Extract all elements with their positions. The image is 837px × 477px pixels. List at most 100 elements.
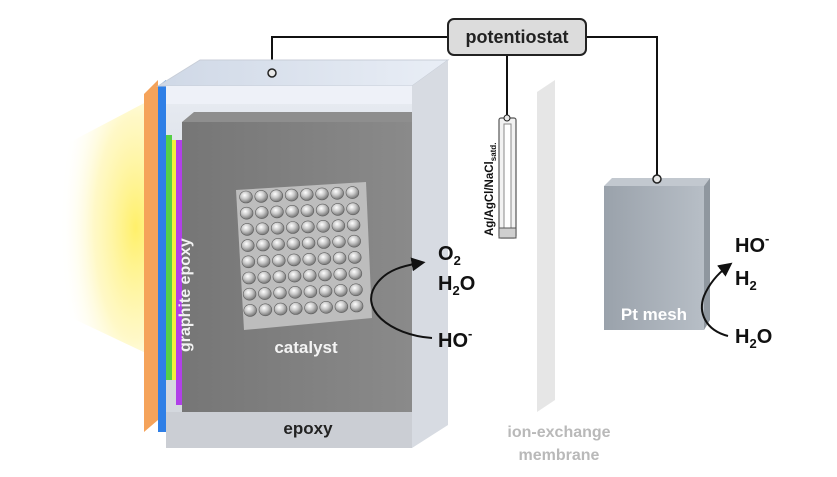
catalyst-bump: [303, 285, 318, 299]
catalyst-bump: [303, 269, 317, 282]
catalyst-bump: [349, 299, 364, 313]
catalyst-bump: [317, 252, 332, 266]
catalyst-bump: [300, 188, 314, 201]
catalyst-bump: [287, 253, 301, 267]
catalyst-bump: [315, 203, 330, 217]
catalyst-bump: [332, 251, 347, 265]
epoxy-top-face: [156, 59, 450, 87]
catalyst-bump: [271, 238, 285, 251]
catalyst-bump: [345, 186, 360, 199]
ion-exchange-membrane: [537, 80, 555, 412]
catalyst-bump: [301, 220, 315, 234]
cathode-product-h2: H2: [735, 268, 757, 293]
potentiostat-box: potentiostat: [447, 18, 587, 56]
catalyst-bump: [242, 287, 257, 301]
wires: [271, 36, 658, 176]
catalyst-bump: [348, 267, 363, 280]
purple-layer: [176, 140, 182, 405]
catalyst-bump: [300, 204, 315, 217]
catalyst-label: catalyst: [274, 338, 338, 357]
catalyst-bump: [347, 234, 361, 248]
catalyst-bump: [349, 283, 363, 297]
catalyst-bump: [285, 205, 299, 218]
graphite-epoxy-label: graphite epoxy: [177, 238, 194, 352]
photoanode-assembly: graphite epoxy catalyst epoxy: [144, 59, 450, 448]
epoxy-label: epoxy: [283, 419, 333, 438]
epoxy-side-face: [412, 60, 448, 448]
catalyst-bump: [256, 254, 271, 268]
yellow-layer: [172, 140, 176, 380]
cathode-reactant-h2o: H2O: [735, 326, 772, 351]
photoanode-contact: [267, 68, 277, 78]
catalyst-bump: [256, 238, 270, 252]
catalyst-bump: [318, 284, 333, 298]
catalyst-bump: [239, 190, 253, 204]
catalyst-bump: [241, 239, 255, 252]
anode-reactant-hydroxide: HO-: [438, 326, 472, 352]
pt-mesh-electrode: Pt mesh: [604, 174, 710, 330]
catalyst-bump: [273, 286, 287, 300]
cathode-reaction-arrow: [700, 262, 733, 337]
catalyst-array: [236, 182, 372, 330]
anode-reaction: O2 H2O HO-: [370, 243, 475, 352]
blue-layer: [158, 80, 166, 432]
catalyst-bump: [346, 218, 361, 232]
catalyst-bump: [255, 222, 270, 236]
catalyst-bump: [273, 302, 288, 316]
wire-to-pt-mesh: [586, 36, 658, 176]
catalyst-bump: [331, 219, 346, 232]
catalyst-bump: [301, 236, 316, 250]
catalyst-bump: [304, 301, 318, 315]
catalyst-bump: [272, 254, 286, 267]
reference-electrode: Ag/AgCl/NaClsatd.: [484, 114, 517, 239]
catalyst-bump: [318, 268, 332, 282]
catalyst-bump: [315, 187, 329, 201]
pt-mesh-label: Pt mesh: [621, 305, 687, 324]
catalyst-bump: [289, 302, 303, 315]
catalyst-bump: [288, 285, 302, 299]
catalyst-bump: [316, 220, 330, 233]
catalyst-bump: [240, 223, 254, 236]
catalyst-bump: [254, 190, 268, 203]
catalyst-bump: [302, 252, 316, 266]
catalyst-bump: [243, 304, 257, 317]
catalyst-bump: [242, 271, 256, 285]
catalyst-bump: [332, 235, 346, 249]
potentiostat-label: potentiostat: [466, 27, 569, 47]
catalyst-bump: [346, 202, 360, 216]
catalyst-bump: [269, 189, 284, 203]
catalyst-bump: [334, 300, 349, 313]
catalyst-bump: [284, 188, 299, 202]
catalyst-bump: [331, 203, 345, 216]
catalyst-bump: [317, 236, 331, 249]
catalyst-bump: [272, 270, 287, 284]
cathode-reaction: HO- H2 H2O: [700, 231, 772, 351]
reference-electrode-label: Ag/AgCl/NaClsatd.: [484, 143, 498, 236]
membrane-label-line1: ion-exchange: [507, 424, 610, 441]
catalyst-bump: [319, 300, 333, 314]
catalyst-bump: [258, 287, 272, 300]
anode-product-h2o: H2O: [438, 273, 475, 298]
catalyst-bump: [258, 303, 273, 317]
catalyst-bump: [270, 205, 284, 219]
catalyst-bump: [286, 237, 301, 250]
catalyst-bump: [241, 255, 256, 269]
catalyst-bump: [334, 284, 348, 297]
anode-product-o2: O2: [438, 243, 461, 268]
catalyst-bump: [270, 221, 285, 235]
catalyst-bump: [333, 267, 347, 281]
light-beam: [55, 100, 150, 355]
cathode-product-hydroxide: HO-: [735, 231, 769, 257]
green-layer: [166, 135, 172, 380]
wire-to-photoanode: [271, 36, 448, 70]
anode-reaction-arrow: [370, 257, 433, 339]
catalyst-bump: [287, 269, 302, 283]
catalyst-bump: [257, 271, 271, 284]
catalyst-bump: [286, 221, 300, 234]
membrane-label-line2: membrane: [519, 447, 600, 464]
catalyst-bump: [239, 206, 254, 220]
orange-layer: [144, 80, 158, 432]
catalyst-bump: [348, 251, 362, 264]
